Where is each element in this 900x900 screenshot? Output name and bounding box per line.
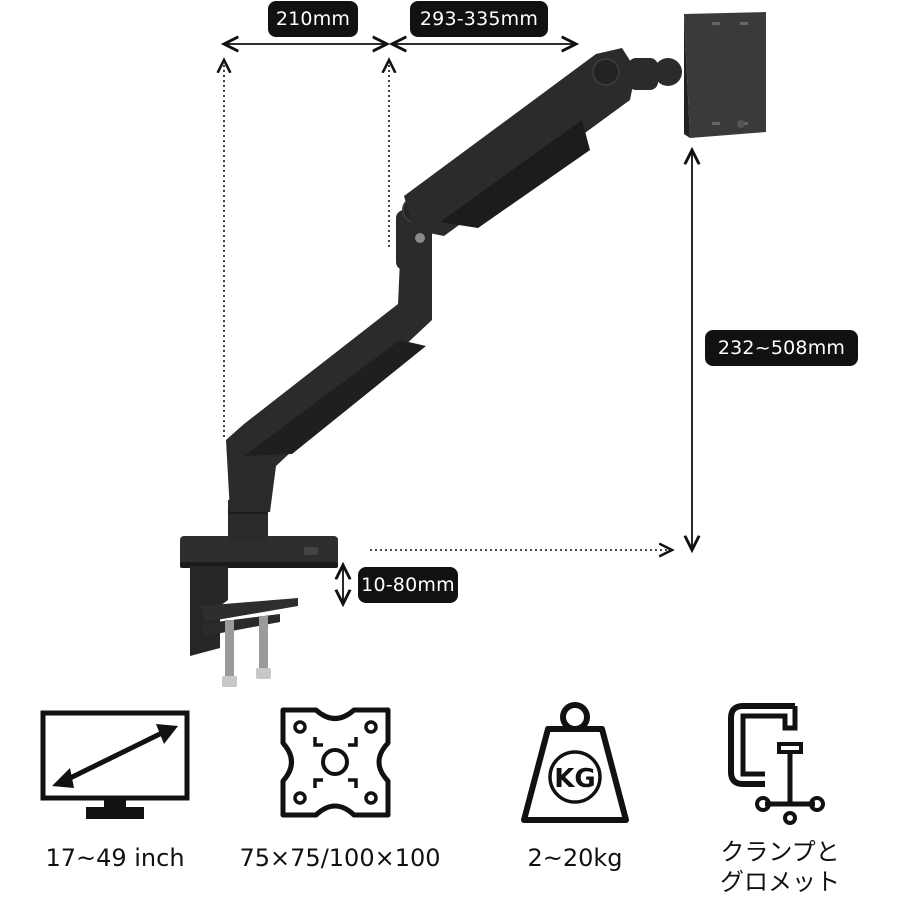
vesa-size-label: 75×75/100×100 bbox=[239, 844, 441, 872]
c-clamp-icon bbox=[728, 703, 825, 825]
offset-dimension-label: 210mm bbox=[268, 1, 358, 37]
weight-kg-text: KG bbox=[554, 764, 596, 794]
dimension-lines bbox=[224, 44, 692, 604]
vesa-plate-icon bbox=[280, 707, 391, 818]
reach-dimension-label: 293-335mm bbox=[410, 1, 548, 37]
monitor-arm bbox=[180, 12, 766, 687]
monitor-size-label: 17~49 inch bbox=[45, 844, 185, 872]
mount-type-label-line1: クランプと bbox=[720, 838, 840, 866]
height-dimension-label: 232~508mm bbox=[705, 330, 858, 366]
weight-capacity-label: 2~20kg bbox=[527, 844, 623, 872]
weight-kg-icon: KG bbox=[521, 702, 629, 823]
mount-type-label-line2: グロメット bbox=[720, 868, 840, 896]
clamp-dimension-label: 10-80mm bbox=[358, 567, 458, 603]
monitor-size-icon bbox=[40, 710, 190, 819]
